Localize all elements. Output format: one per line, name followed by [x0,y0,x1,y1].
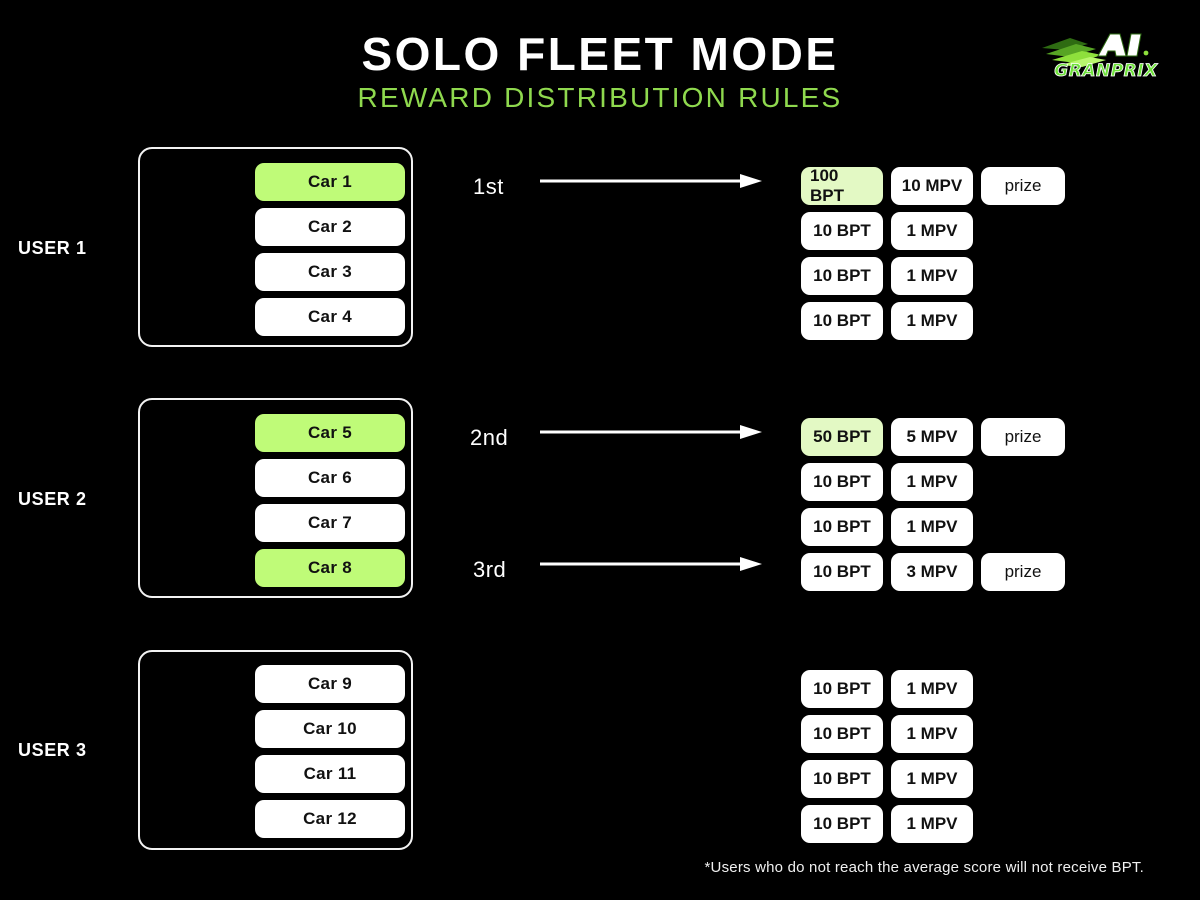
reward-mpv[interactable]: 1 MPV [891,257,973,295]
reward-bpt[interactable]: 10 BPT [801,508,883,546]
reward-mpv[interactable]: 5 MPV [891,418,973,456]
reward-mpv[interactable]: 1 MPV [891,302,973,340]
user-label-2: USER 2 [18,489,87,509]
car-item[interactable]: Car 7 [255,504,405,542]
reward-row: 100 BPT 10 MPV prize [801,166,1065,205]
reward-bpt[interactable]: 10 BPT [801,805,883,843]
reward-row: 50 BPT 5 MPV prize [801,418,1065,456]
reward-mpv[interactable]: 1 MPV [891,463,973,501]
reward-group-1: 100 BPT 10 MPV prize 10 BPT 1 MPV 10 BPT… [801,166,1065,340]
svg-text:GRANPRIX: GRANPRIX [1054,61,1158,81]
reward-bpt[interactable]: 10 BPT [801,760,883,798]
reward-bpt[interactable]: 10 BPT [801,553,883,591]
car-item[interactable]: Car 4 [255,298,405,336]
reward-group-2: 50 BPT 5 MPV prize 10 BPT 1 MPV 10 BPT 1… [801,418,1065,591]
reward-bpt[interactable]: 10 BPT [801,257,883,295]
reward-bpt[interactable]: 10 BPT [801,715,883,753]
arrow-2nd [540,424,762,440]
arrow-3rd [540,556,762,572]
footnote-text: *Users who do not reach the average scor… [704,859,1144,876]
arrow-1st [540,173,762,189]
reward-bpt[interactable]: 10 BPT [801,212,883,250]
reward-row: 10 BPT 1 MPV [801,715,973,753]
page-subtitle: REWARD DISTRIBUTION RULES [357,82,843,113]
car-item[interactable]: Car 3 [255,253,405,291]
reward-group-3: 10 BPT 1 MPV 10 BPT 1 MPV 10 BPT 1 MPV 1… [801,670,973,843]
reward-prize[interactable]: prize [981,553,1065,591]
reward-bpt[interactable]: 10 BPT [801,670,883,708]
reward-row: 10 BPT 1 MPV [801,670,973,708]
reward-row: 10 BPT 1 MPV [801,302,1065,340]
reward-bpt[interactable]: 10 BPT [801,302,883,340]
reward-row: 10 BPT 1 MPV [801,463,1065,501]
car-item[interactable]: Car 12 [255,800,405,838]
reward-row: 10 BPT 1 MPV [801,760,973,798]
car-item[interactable]: Car 9 [255,665,405,703]
car-list-user-1: Car 1 Car 2 Car 3 Car 4 [255,163,405,336]
reward-mpv[interactable]: 1 MPV [891,715,973,753]
rank-label-3rd: 3rd [473,557,507,582]
rank-label-2nd: 2nd [470,425,509,450]
car-item[interactable]: Car 6 [255,459,405,497]
car-item[interactable]: Car 2 [255,208,405,246]
car-item[interactable]: Car 1 [255,163,405,201]
car-item[interactable]: Car 8 [255,549,405,587]
reward-mpv[interactable]: 1 MPV [891,760,973,798]
user-label-1: USER 1 [18,238,87,258]
reward-mpv[interactable]: 1 MPV [891,212,973,250]
user-label-3: USER 3 [18,740,87,760]
reward-row: 10 BPT 1 MPV [801,508,1065,546]
ai-granprix-logo: GRANPRIX [1036,26,1176,82]
car-item[interactable]: Car 11 [255,755,405,793]
logo-icon: GRANPRIX [1042,33,1158,81]
car-list-user-3: Car 9 Car 10 Car 11 Car 12 [255,665,405,838]
reward-bpt[interactable]: 100 BPT [801,166,883,205]
reward-row: 10 BPT 1 MPV [801,212,1065,250]
reward-prize[interactable]: prize [981,418,1065,456]
page-title: SOLO FLEET MODE [361,28,839,80]
car-list-user-2: Car 5 Car 6 Car 7 Car 8 [255,414,405,587]
reward-mpv[interactable]: 1 MPV [891,805,973,843]
reward-bpt[interactable]: 10 BPT [801,463,883,501]
reward-row: 10 BPT 3 MPV prize [801,553,1065,591]
reward-row: 10 BPT 1 MPV [801,805,973,843]
reward-mpv[interactable]: 1 MPV [891,670,973,708]
reward-row: 10 BPT 1 MPV [801,257,1065,295]
reward-bpt[interactable]: 50 BPT [801,418,883,456]
reward-mpv[interactable]: 1 MPV [891,508,973,546]
rank-label-1st: 1st [473,174,504,199]
reward-prize[interactable]: prize [981,167,1065,205]
car-item[interactable]: Car 5 [255,414,405,452]
reward-mpv[interactable]: 10 MPV [891,167,973,205]
car-item[interactable]: Car 10 [255,710,405,748]
reward-mpv[interactable]: 3 MPV [891,553,973,591]
